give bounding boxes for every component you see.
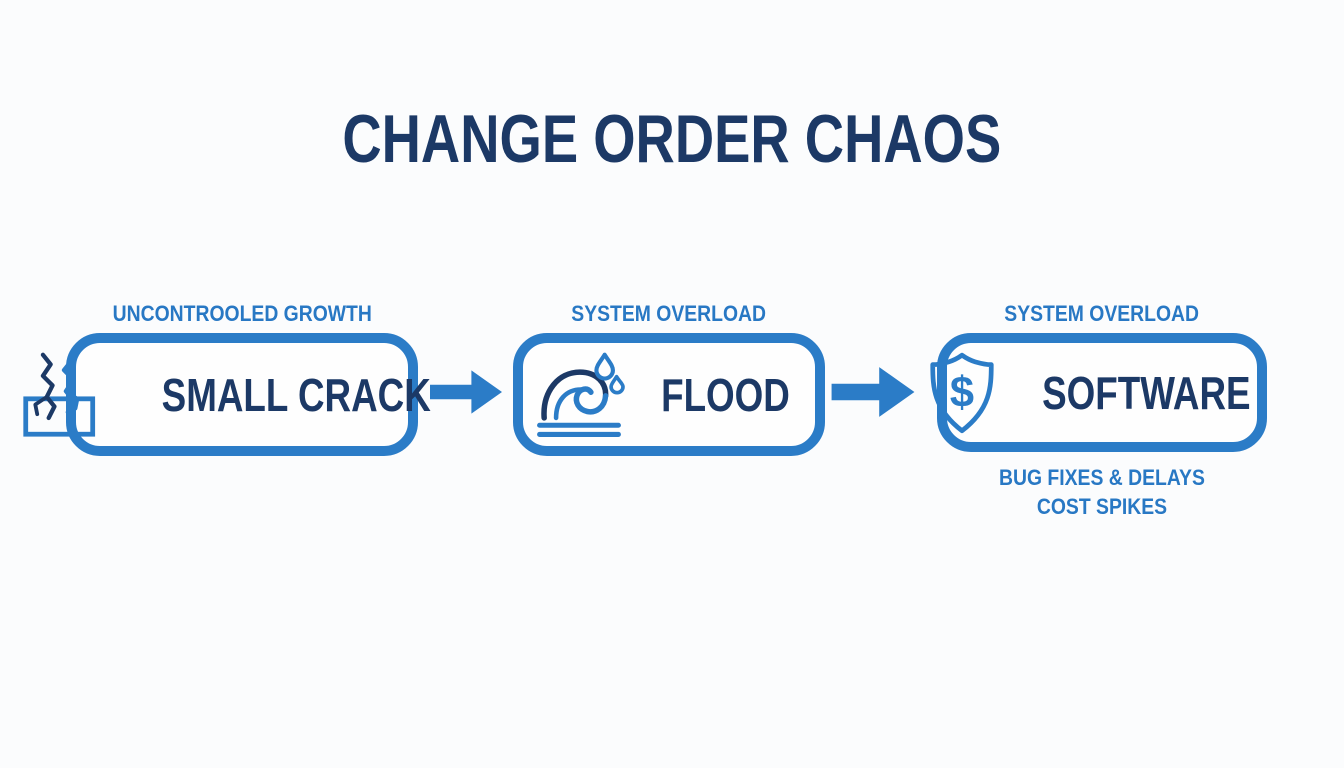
step-box-software: $ SOFTWARE	[930, 333, 1267, 452]
crack-icon	[20, 351, 108, 439]
shield-dollar-icon: $	[928, 351, 996, 435]
step3-label: SOFTWARE	[1041, 366, 1251, 419]
step1-top-label: UNCONTROOLED GROWTH	[112, 301, 372, 326]
step2-top-label: SYSTEM OVERLOAD	[571, 301, 767, 326]
bug-fixes-delays-label: BUG FIXES & DELAYS	[999, 465, 1205, 490]
step3-top-label: SYSTEM OVERLOAD	[1004, 301, 1200, 326]
arrow-right-icon	[430, 363, 502, 421]
wave-flood-icon	[533, 351, 625, 439]
step3-bottom-labels: BUG FIXES & DELAYS COST SPIKES	[917, 463, 1287, 521]
step2-label: FLOOD	[660, 368, 790, 421]
step-box-small-crack: SMALL CRACK	[23, 333, 431, 456]
dollar-glyph: $	[950, 369, 974, 417]
step-box-flood: FLOOD	[513, 333, 825, 456]
page-title: CHANGE ORDER CHAOS	[0, 100, 1344, 178]
cost-spikes-label: COST SPIKES	[1036, 494, 1168, 519]
arrow-right-icon	[831, 363, 915, 421]
page-title-text: CHANGE ORDER CHAOS	[342, 101, 1002, 177]
step1-label: SMALL CRACK	[161, 368, 431, 421]
